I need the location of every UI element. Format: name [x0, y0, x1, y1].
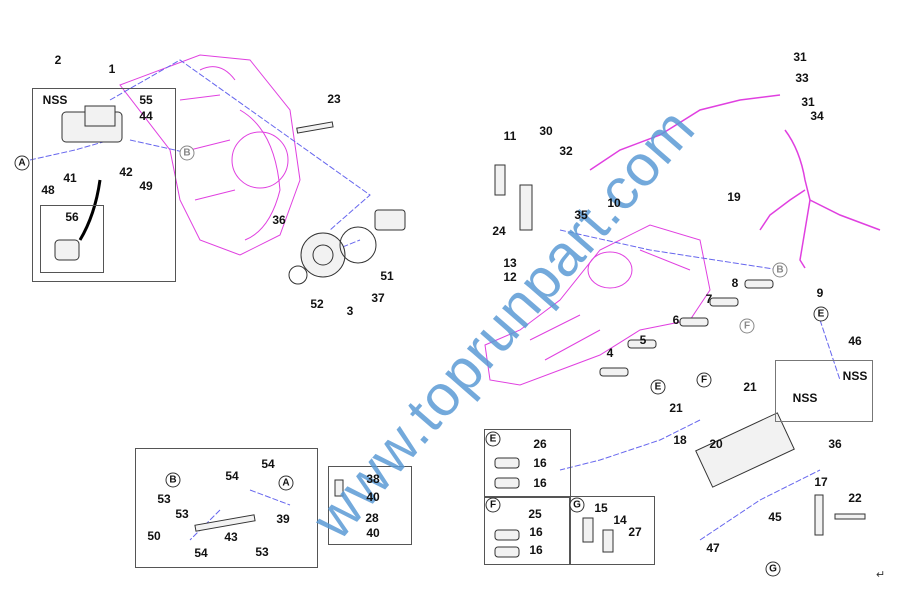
marker-f: F [696, 372, 712, 388]
marker-e: E [813, 306, 829, 322]
leader-lines [29, 59, 841, 541]
callout: 17 [814, 475, 828, 489]
callout: 39 [276, 512, 290, 526]
callout: 12 [503, 270, 517, 284]
callout: 36 [272, 213, 286, 227]
callout-nss: NSS [42, 93, 68, 107]
callout: 54 [194, 546, 208, 560]
callout: 14 [613, 513, 627, 527]
pump-detail-box [32, 88, 176, 282]
callout: 38 [366, 472, 380, 486]
callout: 21 [669, 401, 683, 415]
callout: 16 [529, 543, 543, 557]
callout: 47 [706, 541, 720, 555]
marker-b: B [165, 472, 181, 488]
callout: 7 [705, 292, 713, 306]
callout: 20 [709, 437, 723, 451]
marker-e: E [650, 379, 666, 395]
callout: 15 [594, 501, 608, 515]
callout: 40 [366, 490, 380, 504]
return-mark: ↵ [876, 569, 886, 581]
callout: 22 [848, 491, 862, 505]
callout: 32 [559, 144, 573, 158]
marker-b: B [772, 262, 788, 278]
callout: 19 [727, 190, 741, 204]
callout: 27 [628, 525, 642, 539]
parts-drawings [54, 105, 866, 558]
pipe-detail-box [135, 448, 318, 568]
callout: 54 [225, 469, 239, 483]
callout: 44 [139, 109, 153, 123]
detail-arrow [78, 179, 102, 241]
callout: 9 [816, 286, 824, 300]
marker-f: F [485, 497, 501, 513]
callout: 51 [380, 269, 394, 283]
callout: 3 [346, 304, 354, 318]
callout: 49 [139, 179, 153, 193]
callout: 33 [795, 71, 809, 85]
marker-e: E [485, 431, 501, 447]
fuel-pipe-outline [589, 94, 881, 269]
callout: 2 [54, 53, 62, 67]
axle-housing-outline [484, 224, 711, 386]
callout: 24 [492, 224, 506, 238]
callout: 48 [41, 183, 55, 197]
callout: 6 [672, 313, 680, 327]
sensor-detail-box [40, 205, 104, 273]
marker-a: A [278, 475, 294, 491]
callout: 42 [119, 165, 133, 179]
marker-a: A [14, 155, 30, 171]
callout: 50 [147, 529, 161, 543]
callout: 43 [224, 530, 238, 544]
callout: 35 [574, 208, 588, 222]
callout: 16 [533, 456, 547, 470]
callout: 31 [801, 95, 815, 109]
banjo-detail-box [328, 466, 412, 545]
callout: 31 [793, 50, 807, 64]
detail-box-f [484, 496, 571, 565]
callout-nss: NSS [792, 391, 818, 405]
callout: 45 [768, 510, 782, 524]
callout: 56 [65, 210, 79, 224]
callout: 23 [327, 92, 341, 106]
callout: 11 [503, 129, 517, 143]
callout: 13 [503, 256, 517, 270]
detail-box-g [569, 496, 655, 565]
callout: 16 [533, 476, 547, 490]
marker-g: G [569, 497, 585, 513]
callout: 25 [528, 507, 542, 521]
callout: 28 [365, 511, 379, 525]
marker-b: B [179, 145, 195, 161]
callout: 40 [366, 526, 380, 540]
callout: 53 [157, 492, 171, 506]
callout: 1 [108, 62, 116, 76]
callout: 53 [255, 545, 269, 559]
callout: 53 [175, 507, 189, 521]
callout: 37 [371, 291, 385, 305]
callout: 55 [139, 93, 153, 107]
callout: 21 [743, 380, 757, 394]
callout: 54 [261, 457, 275, 471]
callout: 8 [731, 276, 739, 290]
callout-nss: NSS [842, 369, 868, 383]
injector-detail-box [775, 360, 873, 422]
callout: 36 [828, 437, 842, 451]
callout: 5 [639, 333, 647, 347]
callout: 16 [529, 525, 543, 539]
marker-g: G [765, 561, 781, 577]
callout: 26 [533, 437, 547, 451]
callout: 34 [810, 109, 824, 123]
callout: 41 [63, 171, 77, 185]
callout: 4 [606, 346, 614, 360]
callout: 10 [607, 196, 621, 210]
callout: 30 [539, 124, 553, 138]
callout: 46 [848, 334, 862, 348]
detail-box-e [484, 429, 571, 498]
marker-f: F [739, 318, 755, 334]
callout: 18 [673, 433, 687, 447]
engine-block-outline [119, 54, 301, 256]
callout: 52 [310, 297, 324, 311]
